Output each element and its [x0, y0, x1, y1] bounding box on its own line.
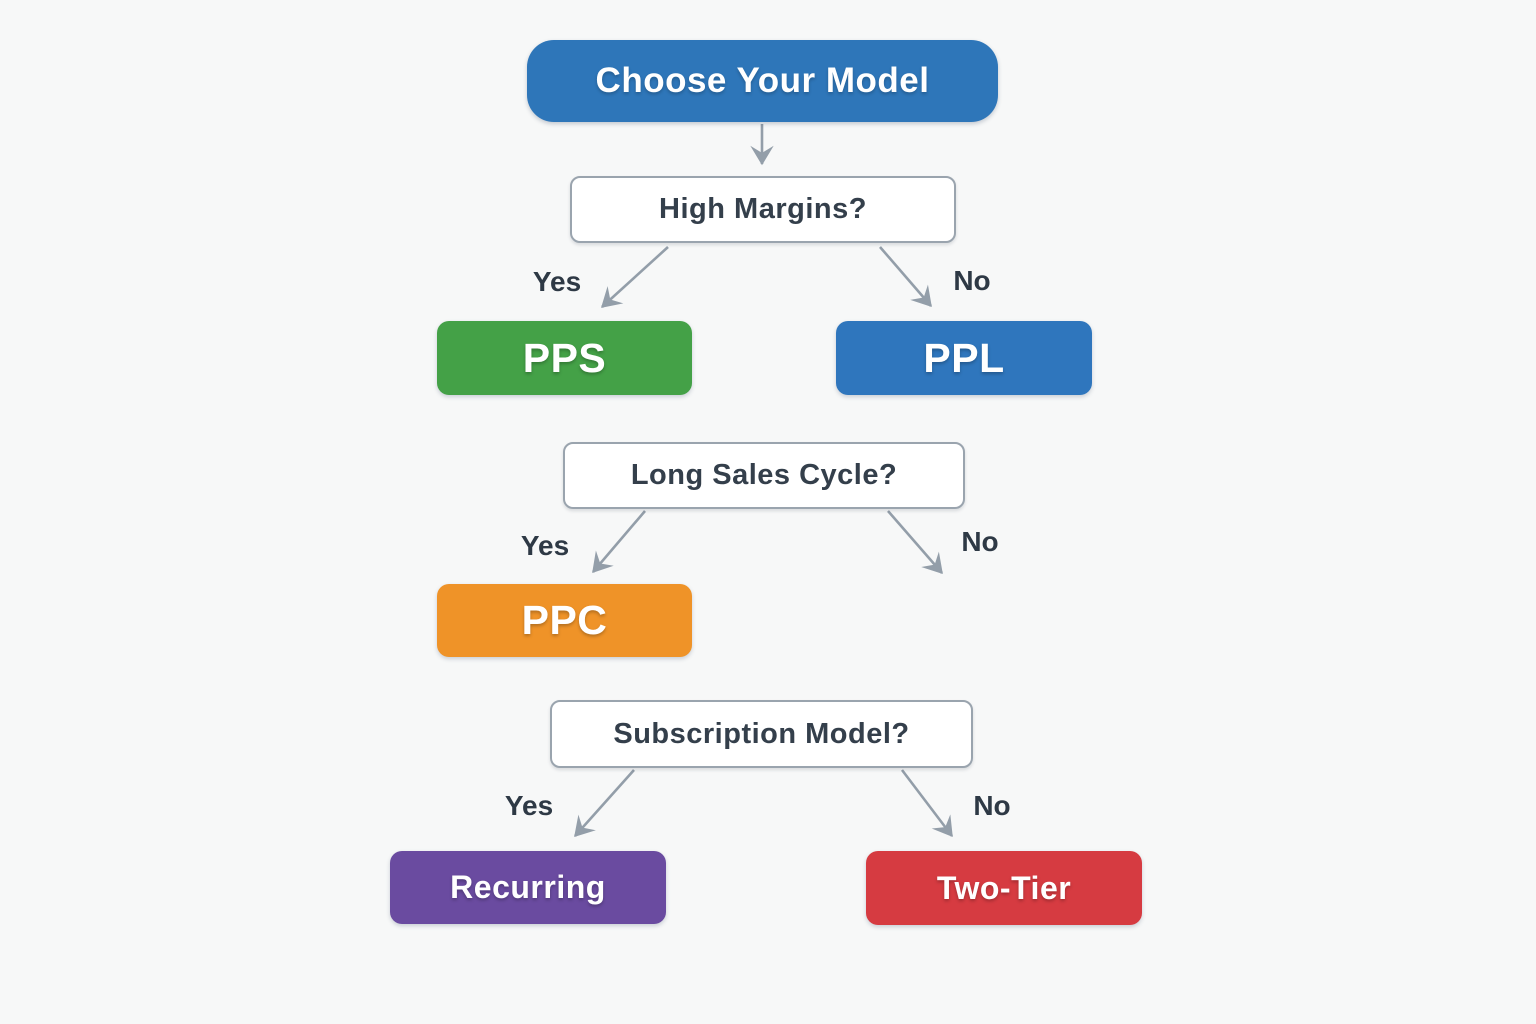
- node-choose-your-model: Choose Your Model: [527, 40, 998, 122]
- arrow-sales-cycle-yes: [592, 510, 646, 573]
- edge-label-subscription-yes: Yes: [504, 790, 554, 821]
- node-recurring: Recurring: [390, 851, 666, 924]
- node-ppl: PPL: [836, 321, 1092, 395]
- node-question-subscription-model: Subscription Model?: [550, 700, 973, 768]
- node-question-high-margins: High Margins?: [570, 176, 956, 243]
- edge-label-sales-cycle-no: No: [961, 526, 999, 557]
- node-ppc: PPC: [437, 584, 692, 657]
- node-two-tier: Two-Tier: [866, 851, 1142, 925]
- arrow-high-margins-yes: [601, 246, 669, 308]
- arrow-high-margins-no: [879, 246, 932, 307]
- edge-label-high-margins-yes: Yes: [532, 266, 582, 297]
- node-question-long-sales-cycle: Long Sales Cycle?: [563, 442, 965, 509]
- edge-label-high-margins-no: No: [953, 265, 991, 296]
- edge-label-sales-cycle-yes: Yes: [520, 530, 570, 561]
- node-pps: PPS: [437, 321, 692, 395]
- arrow-subscription-no: [900, 769, 954, 838]
- edge-label-subscription-no: No: [973, 790, 1011, 821]
- arrow-sales-cycle-no: [887, 510, 943, 574]
- arrow-subscription-yes: [574, 769, 635, 837]
